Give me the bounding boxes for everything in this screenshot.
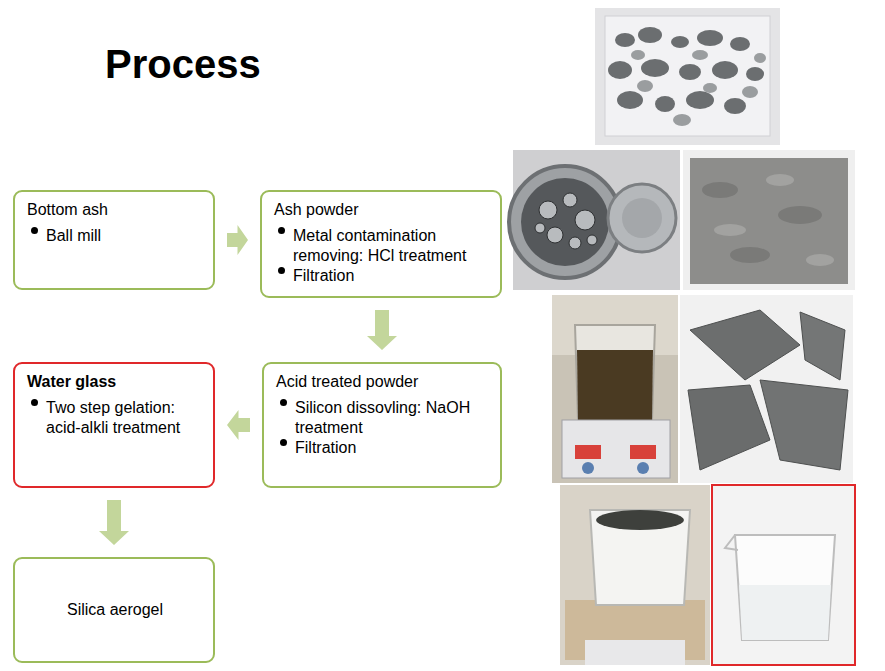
process-box: Water glassTwo step gelation: acid-alkli… [13,362,215,488]
bullet-item: Silicon dissovling: NaOH treatment [295,398,490,438]
photo [680,295,853,483]
bullet-row: Silicon dissovling: NaOH treatment [280,398,490,438]
box-heading: Water glass [27,372,203,392]
photo [712,485,855,665]
bullet-item: Filtration [295,438,356,458]
bullet-item: Two step gelation: acid-alkli treatment [46,398,203,438]
photo [509,150,680,290]
box-heading: Ash powder [274,200,490,220]
bullet-item: Filtration [293,266,354,286]
bullet-row: Ball mill [31,226,203,246]
process-box: Acid treated powderSilicon dissovling: N… [262,362,502,488]
box-heading: Acid treated powder [276,372,490,392]
bullet-dot [280,399,287,406]
photo [595,8,780,145]
bullet-dot [31,399,38,406]
flow-arrow [227,410,250,440]
box-heading: Silica aerogel [67,600,163,620]
bullet-dot [278,267,285,274]
bullet-item: Ball mill [46,226,101,246]
bullet-dot [278,227,285,234]
bullet-row: Filtration [278,266,490,286]
bullet-dot [280,439,287,446]
bullet-row: Filtration [280,438,490,458]
bullet-row: Two step gelation: acid-alkli treatment [31,398,203,438]
bullet-item: Metal contamination removing: HCl treatm… [293,226,490,266]
page-title: Process [105,40,261,88]
box-heading: Bottom ash [27,200,203,220]
process-box: Bottom ashBall mill [13,190,215,290]
bullet-row: Metal contamination removing: HCl treatm… [278,226,490,266]
flow-arrow [227,225,248,255]
photo [560,485,710,665]
bullet-dot [31,227,38,234]
flow-arrow [367,310,397,350]
photo [552,295,678,483]
photo [683,150,855,290]
flow-arrow [99,500,129,545]
process-box: Silica aerogel [13,557,215,663]
process-box: Ash powderMetal contamination removing: … [260,190,502,298]
